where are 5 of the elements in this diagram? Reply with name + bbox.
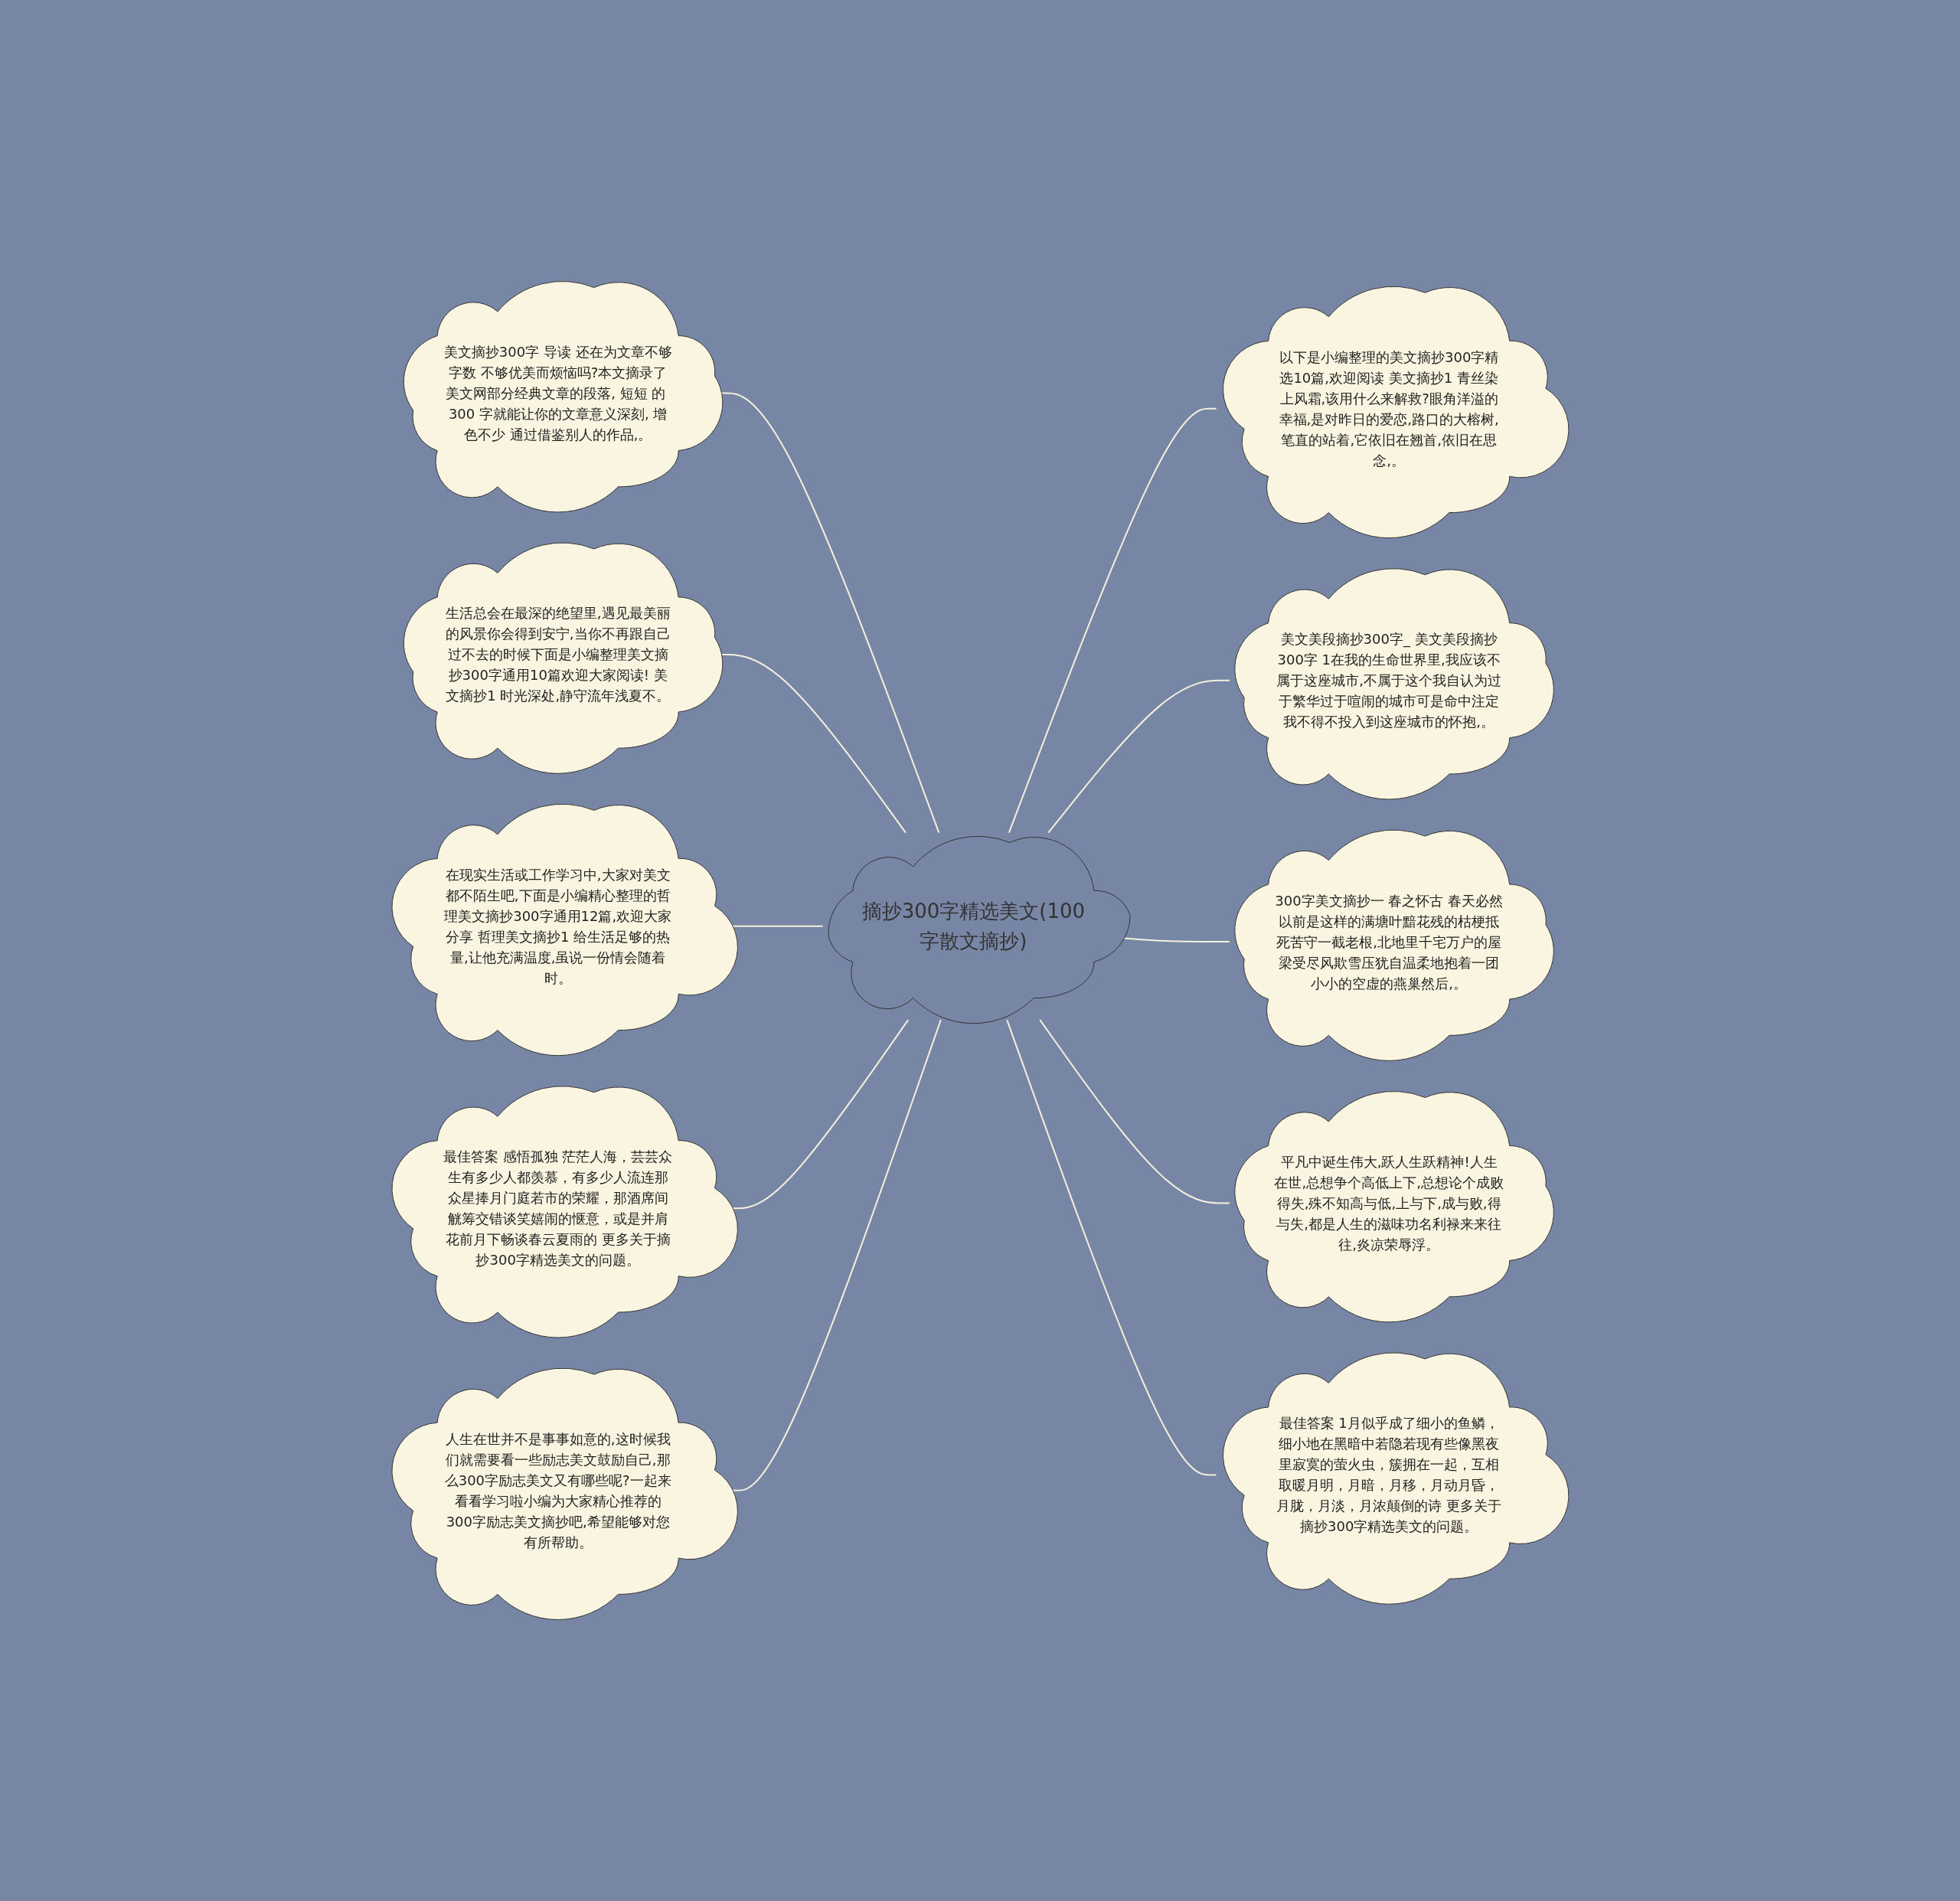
connector xyxy=(1122,937,1230,943)
connector xyxy=(1038,1019,1230,1204)
connector xyxy=(1047,679,1230,834)
connector xyxy=(1008,407,1217,834)
connector xyxy=(1005,1019,1217,1476)
